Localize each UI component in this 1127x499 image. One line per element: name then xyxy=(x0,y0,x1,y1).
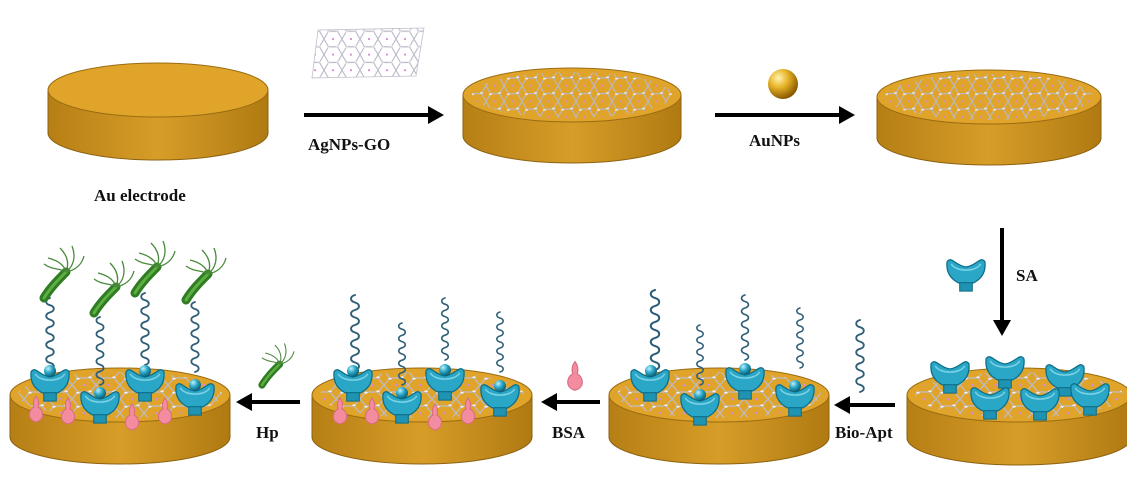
hp-captured-electrode-disk xyxy=(9,241,231,465)
label-au-electrode: Au electrode xyxy=(94,186,186,205)
arrow-hp xyxy=(236,393,300,411)
label-agnps-go: AgNPs-GO xyxy=(308,135,391,154)
sa-electrode-disk xyxy=(906,355,1127,466)
label-aunps: AuNPs xyxy=(749,131,801,150)
aunps-electrode-disk xyxy=(876,69,1102,166)
arrow-bio-apt xyxy=(834,396,895,414)
bsa-blocked-electrode-disk xyxy=(311,294,533,465)
aptamer-electrode-disk xyxy=(608,288,830,465)
au-electrode-disk xyxy=(47,62,269,161)
arrow-bsa xyxy=(541,393,600,411)
gold-nanoparticle-icon xyxy=(768,69,798,99)
agnps-go-electrode-disk xyxy=(462,67,682,164)
arrow-sa xyxy=(993,228,1011,336)
biotinylated-aptamer-icon xyxy=(855,319,865,393)
graphene-oxide-sheet-icon xyxy=(311,27,425,79)
label-bio-apt: Bio-Apt xyxy=(835,423,893,442)
helicobacter-pylori-icon xyxy=(262,343,294,385)
streptavidin-icon xyxy=(946,258,986,292)
arrow-aunps xyxy=(715,106,855,124)
arrow-agnps-go xyxy=(304,106,444,124)
label-sa: SA xyxy=(1016,266,1038,285)
bsa-protein-icon xyxy=(567,361,583,391)
label-bsa: BSA xyxy=(552,423,586,442)
label-hp: Hp xyxy=(256,423,279,442)
